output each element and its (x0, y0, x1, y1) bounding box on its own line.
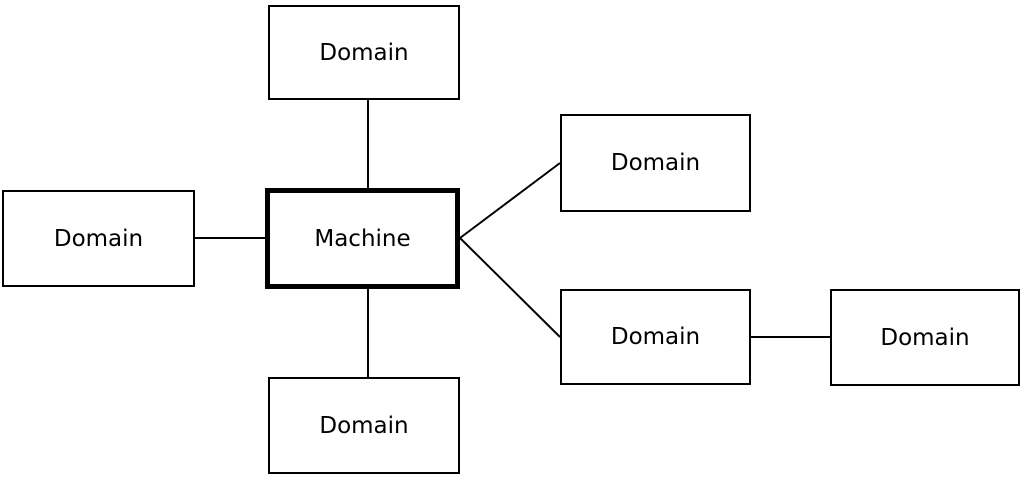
node-machine: Machine (265, 188, 460, 289)
edge-machine-domain-right-lower (459, 237, 561, 338)
node-domain-bottom: Domain (268, 377, 460, 474)
node-domain-right-upper: Domain (560, 114, 751, 212)
node-machine-label: Machine (314, 225, 411, 252)
node-domain-top: Domain (268, 5, 460, 100)
node-domain-top-label: Domain (319, 39, 409, 66)
node-domain-bottom-label: Domain (319, 412, 409, 439)
node-domain-far-right-label: Domain (880, 324, 970, 351)
node-domain-left: Domain (2, 190, 195, 287)
node-domain-far-right: Domain (830, 289, 1020, 386)
node-domain-left-label: Domain (53, 225, 144, 252)
node-domain-right-lower-label: Domain (610, 324, 701, 350)
edge-machine-domain-right-upper (459, 162, 561, 239)
node-domain-right-lower: Domain (560, 289, 751, 385)
node-domain-right-upper-label: Domain (610, 150, 701, 176)
